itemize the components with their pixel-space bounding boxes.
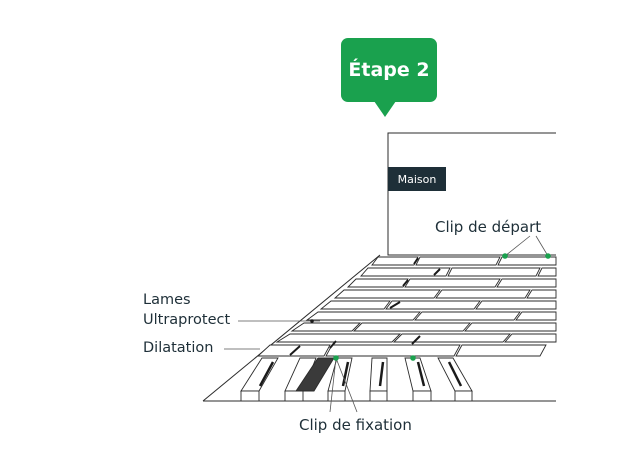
- clip-depart-dot: [545, 253, 551, 259]
- board: [496, 278, 557, 288]
- board: [360, 267, 451, 277]
- board: [497, 256, 557, 266]
- label-lames-line2: Ultraprotect: [143, 312, 231, 328]
- clip-fixation-dot: [410, 355, 416, 361]
- board: [414, 311, 521, 321]
- clip-depart-dot: [502, 253, 508, 259]
- step-badge-pointer: [374, 101, 396, 117]
- label-lames: Lames Ultraprotect: [143, 290, 230, 330]
- board: [475, 300, 557, 310]
- board: [464, 322, 557, 332]
- board: [392, 333, 511, 343]
- board: [515, 311, 557, 321]
- screw-dot: [310, 319, 314, 323]
- board: [333, 289, 441, 299]
- leader-clip-fixation-2: [335, 357, 358, 413]
- board: [371, 256, 419, 266]
- board-joints: [289, 257, 441, 356]
- board: [319, 300, 391, 310]
- board: [275, 333, 402, 343]
- board: [404, 278, 501, 288]
- clip-fixation-dot: [333, 355, 339, 361]
- house-label-text: Maison: [397, 172, 437, 186]
- house-wall: [387, 132, 556, 256]
- board: [352, 322, 471, 332]
- joist-end: [369, 390, 388, 402]
- label-clip-fixation: Clip de fixation: [299, 416, 412, 434]
- step-badge: Étape 2: [341, 38, 437, 102]
- step-badge-label: Étape 2: [348, 59, 430, 81]
- label-dilatation: Dilatation: [143, 340, 214, 356]
- board: [435, 289, 531, 299]
- joist-highlight: [295, 357, 335, 392]
- joist-end: [284, 390, 304, 402]
- leader-clip-depart-1: [504, 235, 531, 257]
- board: [455, 344, 547, 357]
- board: [290, 322, 362, 332]
- joist: [369, 357, 388, 392]
- terrace-left-edge: [202, 254, 381, 402]
- board: [415, 256, 501, 266]
- label-clip-depart: Clip de départ: [435, 218, 542, 236]
- board: [346, 278, 409, 288]
- board: [305, 311, 421, 321]
- clip-strips: [258, 361, 463, 387]
- board: [325, 344, 461, 357]
- joist-end: [327, 390, 346, 402]
- label-lames-line1: Lames: [143, 292, 191, 308]
- joist-end: [412, 390, 432, 402]
- board: [537, 267, 557, 277]
- leader-clip-depart-2: [535, 235, 549, 257]
- deck-boards: [256, 256, 557, 357]
- board: [447, 267, 541, 277]
- joist-end: [454, 390, 473, 402]
- board: [385, 300, 481, 310]
- joists: [240, 357, 473, 402]
- leader-clip-fixation-1: [329, 357, 337, 413]
- board: [526, 289, 557, 299]
- joist-end: [240, 390, 260, 402]
- house-label: Maison: [388, 167, 446, 191]
- board: [504, 333, 557, 343]
